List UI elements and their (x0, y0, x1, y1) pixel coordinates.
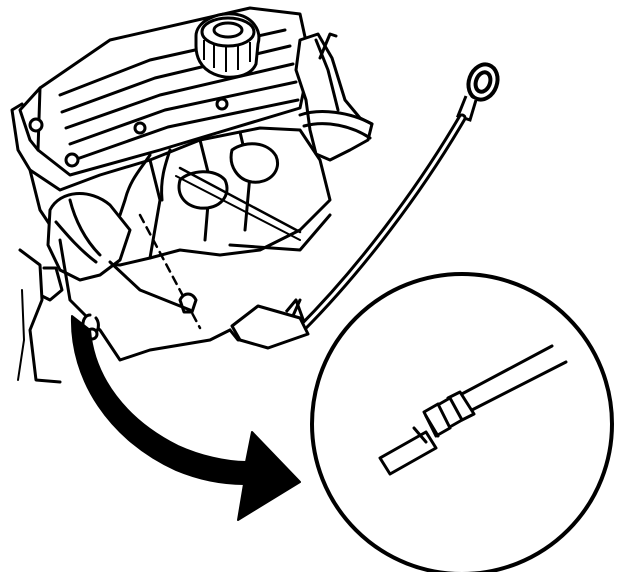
dipstick-tube (230, 298, 310, 350)
magnified-dipstick-tip (378, 344, 568, 476)
oil-filler-cap (194, 12, 261, 79)
callout-arrow (70, 315, 301, 521)
detail-magnifier (310, 272, 614, 572)
engine-block (10, 6, 374, 384)
dipstick-handle-ring (456, 62, 500, 122)
dipstick-rod (295, 113, 467, 335)
